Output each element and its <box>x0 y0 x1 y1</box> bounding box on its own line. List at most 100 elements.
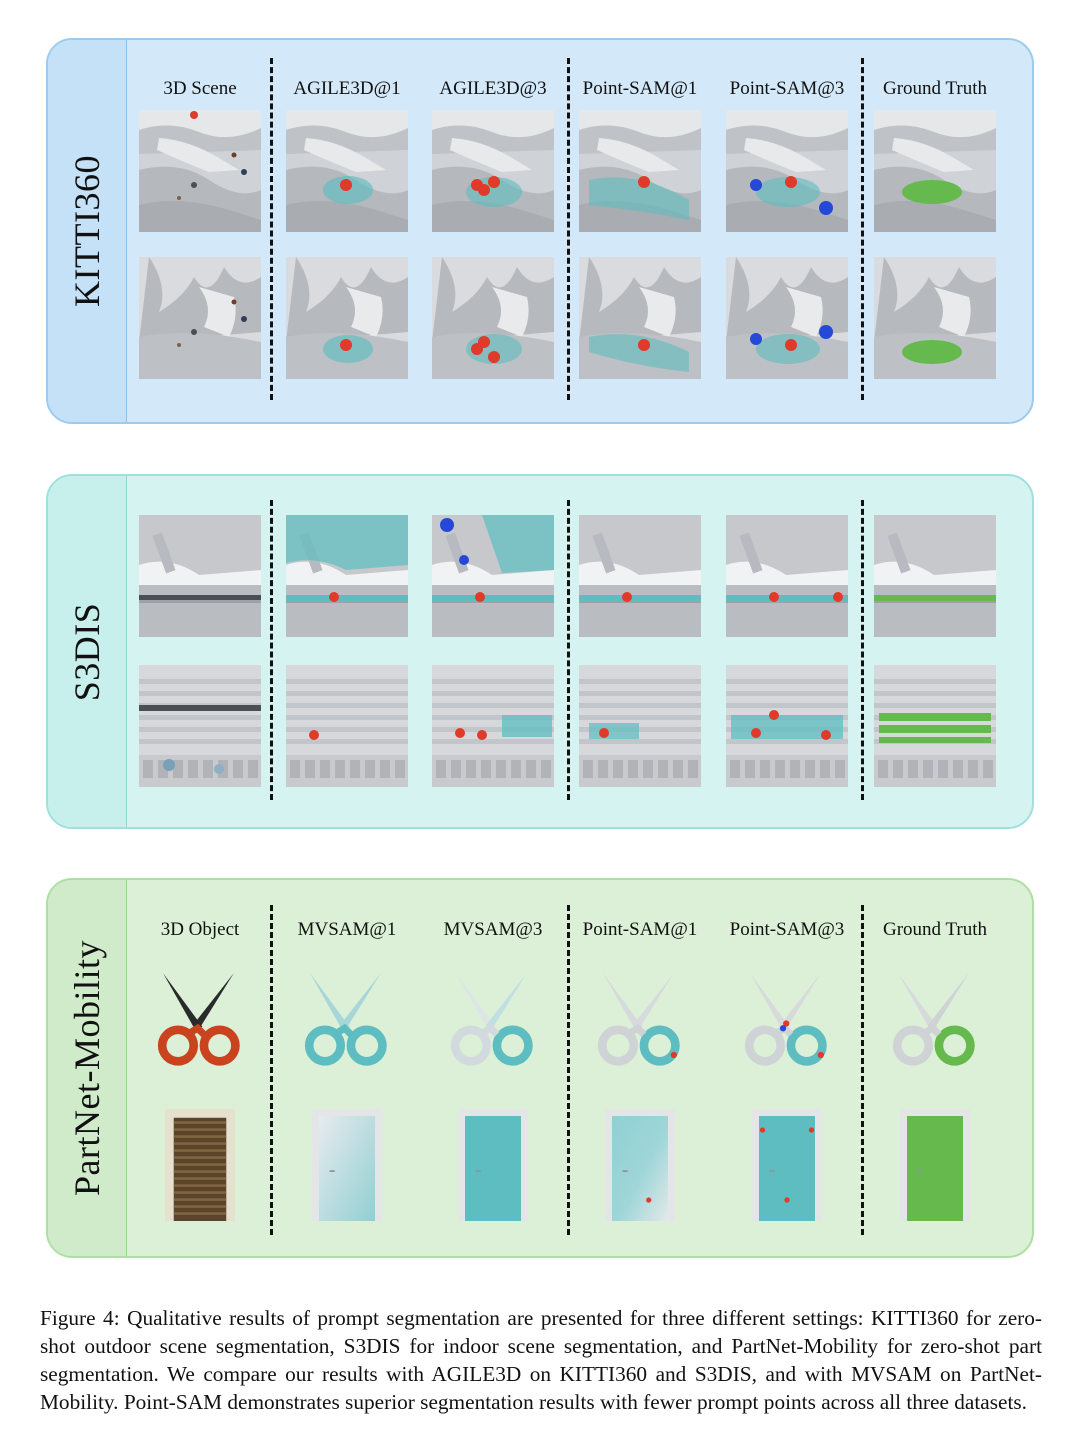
prompt-point <box>478 336 490 348</box>
prompt-point <box>459 555 469 565</box>
column-separator <box>270 500 273 800</box>
prompt-point <box>821 730 831 740</box>
result-thumbnail <box>432 515 554 637</box>
prompt-point <box>784 1197 790 1203</box>
result-thumbnail <box>432 110 554 232</box>
result-thumbnail <box>887 960 983 1076</box>
result-thumbnail <box>286 110 408 232</box>
column-separator <box>567 905 570 1235</box>
column-header: Point-SAM@3 <box>729 78 845 99</box>
result-thumbnail <box>286 515 408 637</box>
result-thumbnail <box>592 960 688 1076</box>
prompt-point <box>329 592 339 602</box>
result-thumbnail <box>752 1102 822 1228</box>
prompt-point <box>646 1197 652 1203</box>
prompt-point <box>622 592 632 602</box>
prompt-point <box>488 351 500 363</box>
prompt-point <box>751 728 761 738</box>
result-thumbnail <box>726 515 848 637</box>
prompt-point <box>638 339 650 351</box>
column-separator <box>270 905 273 1235</box>
column-header: MVSAM@3 <box>443 919 543 940</box>
column-header: Ground Truth <box>883 78 987 99</box>
column-separator <box>861 58 864 400</box>
column-header: AGILE3D@1 <box>293 78 401 99</box>
panel-partnet-mobility-sidebar: PartNet-Mobility <box>48 880 127 1256</box>
prompt-point <box>488 176 500 188</box>
column-separator <box>861 500 864 800</box>
panel-s3dis-sidebar: S3DIS <box>48 476 127 827</box>
result-thumbnail <box>874 110 996 232</box>
result-thumbnail <box>286 665 408 787</box>
column-header: Point-SAM@3 <box>729 919 845 940</box>
panel-kitti360-label: KITTI360 <box>67 155 107 307</box>
result-thumbnail <box>299 960 395 1076</box>
result-thumbnail <box>139 257 261 379</box>
result-thumbnail <box>874 665 996 787</box>
result-thumbnail <box>152 960 248 1076</box>
result-thumbnail <box>139 110 261 232</box>
prompt-point <box>440 518 454 532</box>
prompt-point <box>478 184 490 196</box>
result-thumbnail <box>579 110 701 232</box>
prompt-point <box>670 1051 677 1059</box>
panel-kitti360-sidebar: KITTI360 <box>48 40 127 422</box>
prompt-point <box>477 730 487 740</box>
prompt-point <box>817 1051 824 1059</box>
result-thumbnail <box>458 1102 528 1228</box>
prompt-point <box>309 730 319 740</box>
panel-partnet-mobility-label: PartNet-Mobility <box>67 940 107 1196</box>
result-thumbnail <box>312 1102 382 1228</box>
column-header: Point-SAM@1 <box>582 919 698 940</box>
result-thumbnail <box>874 515 996 637</box>
figure-caption: Figure 4: Qualitative results of prompt … <box>40 1306 1042 1415</box>
column-separator <box>861 905 864 1235</box>
result-thumbnail <box>900 1102 970 1228</box>
prompt-point <box>833 592 843 602</box>
prompt-point <box>808 1127 815 1133</box>
result-thumbnail <box>432 257 554 379</box>
prompt-point <box>769 710 779 720</box>
prompt-point <box>340 339 352 351</box>
prompt-point <box>785 339 797 351</box>
result-thumbnail <box>579 665 701 787</box>
prompt-point <box>599 728 609 738</box>
result-thumbnail <box>726 110 848 232</box>
result-thumbnail <box>165 1102 235 1228</box>
prompt-point <box>455 728 465 738</box>
prompt-point <box>783 1020 790 1027</box>
prompt-point <box>759 1127 766 1133</box>
result-thumbnail <box>432 665 554 787</box>
column-separator <box>567 58 570 400</box>
column-separator <box>567 500 570 800</box>
result-thumbnail <box>579 515 701 637</box>
column-header: Point-SAM@1 <box>582 78 698 99</box>
result-thumbnail <box>726 665 848 787</box>
prompt-point <box>750 333 762 345</box>
column-header: Ground Truth <box>883 919 987 940</box>
panel-s3dis-label: S3DIS <box>67 602 107 701</box>
column-separator <box>270 58 273 400</box>
prompt-point <box>340 179 352 191</box>
result-thumbnail <box>139 665 261 787</box>
column-header: 3D Object <box>160 919 240 940</box>
prompt-point <box>785 176 797 188</box>
prompt-point <box>638 176 650 188</box>
prompt-point <box>475 592 485 602</box>
result-thumbnail <box>579 257 701 379</box>
prompt-point <box>769 592 779 602</box>
result-thumbnail <box>874 257 996 379</box>
result-thumbnail <box>739 960 835 1076</box>
result-thumbnail <box>605 1102 675 1228</box>
result-thumbnail <box>286 257 408 379</box>
prompt-point <box>819 325 833 339</box>
prompt-point <box>750 179 762 191</box>
prompt-point <box>819 201 833 215</box>
prompt-point <box>779 1025 787 1032</box>
result-thumbnail <box>139 515 261 637</box>
column-header: MVSAM@1 <box>297 919 397 940</box>
result-thumbnail <box>445 960 541 1076</box>
column-header: 3D Scene <box>163 78 237 99</box>
column-header: AGILE3D@3 <box>439 78 547 99</box>
result-thumbnail <box>726 257 848 379</box>
